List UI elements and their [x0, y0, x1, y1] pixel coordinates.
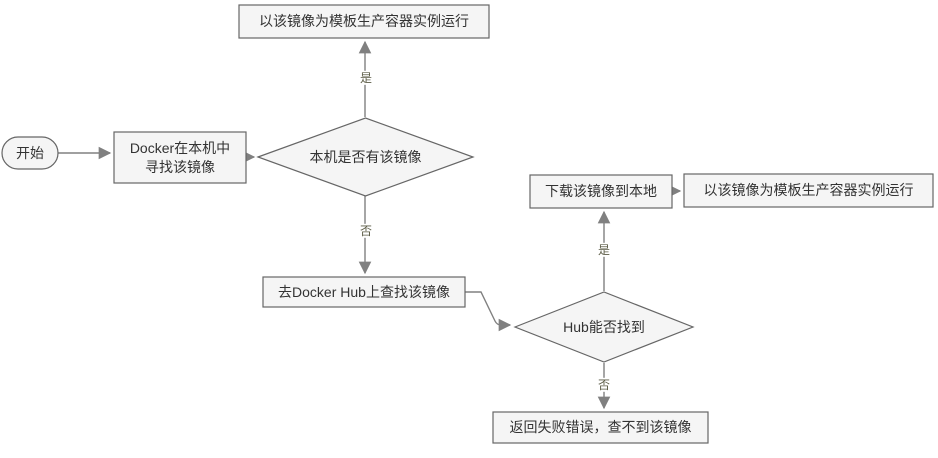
find-local-process-shape [113, 131, 247, 184]
start-terminator-shape [1, 136, 59, 170]
search-hub-process-shape [262, 276, 466, 308]
run-container-top-process-shape [238, 4, 490, 39]
download-image-process-shape [529, 174, 673, 209]
has-local-decision-shape [256, 117, 475, 197]
run-container-right-process-shape [683, 173, 934, 208]
hub-found-decision-shape [513, 291, 695, 363]
return-error-process-shape [492, 411, 709, 444]
edge-search-hub-to-hub-decision [465, 291, 512, 332]
